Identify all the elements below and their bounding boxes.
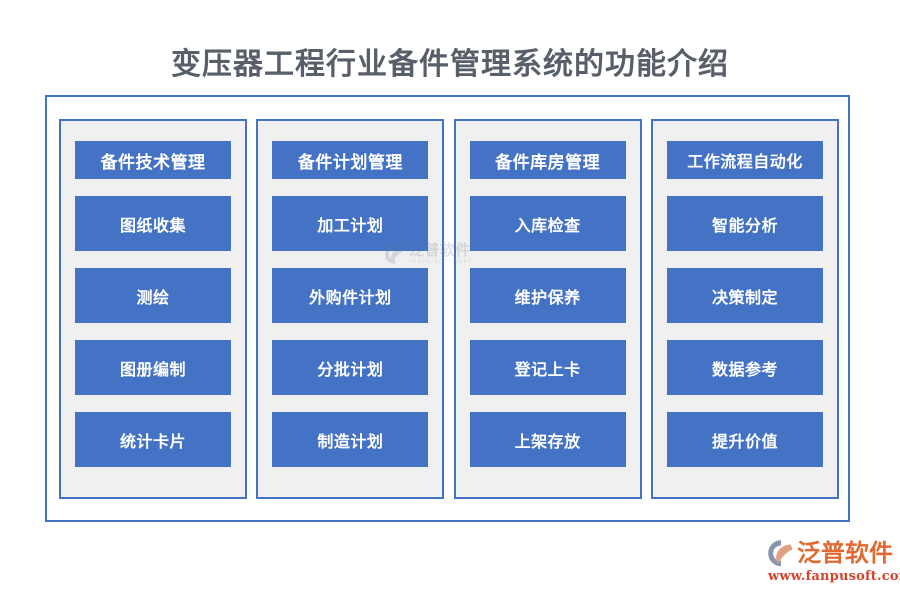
fanpu-logo-icon [768,540,793,567]
column-item[interactable]: 登记上卡 [469,340,626,395]
outer-frame [45,95,850,522]
column-item[interactable]: 图册编制 [75,340,231,395]
brand-url: www.fanpusoft.com [768,569,900,584]
column-item[interactable]: 图纸收集 [75,196,231,251]
columns-container: 备件技术管理 图纸收集 测绘 图册编制 统计卡片 备件计划管理 加工计划 外购件… [59,119,839,499]
column-item[interactable]: 测绘 [75,268,231,323]
column-item[interactable]: 决策制定 [666,268,823,323]
column-item[interactable]: 上架存放 [469,412,626,467]
column-spare-part-warehouse: 备件库房管理 入库检查 维护保养 登记上卡 上架存放 [453,119,642,499]
column-header: 备件计划管理 [272,141,429,179]
column-item[interactable]: 入库检查 [469,196,626,251]
column-item[interactable]: 维护保养 [469,268,626,323]
column-header: 备件库房管理 [469,141,626,179]
column-spare-part-technology: 备件技术管理 图纸收集 测绘 图册编制 统计卡片 [59,119,247,499]
column-item[interactable]: 数据参考 [666,340,823,395]
brand-name-cn: 泛普软件 [797,539,893,567]
column-item[interactable]: 智能分析 [666,196,823,251]
column-spare-part-plan: 备件计划管理 加工计划 外购件计划 分批计划 制造计划 [256,119,445,499]
column-item[interactable]: 统计卡片 [75,412,231,467]
brand-logo: 泛普软件 www.fanpusoft.com [766,537,900,585]
page-title: 变压器工程行业备件管理系统的功能介绍 [171,47,729,82]
column-header: 备件技术管理 [75,141,231,179]
column-workflow-automation: 工作流程自动化 智能分析 决策制定 数据参考 提升价值 [650,119,839,499]
column-item[interactable]: 加工计划 [272,196,429,251]
brand-row: 泛普软件 [766,537,893,569]
column-header: 工作流程自动化 [666,141,823,179]
column-item[interactable]: 制造计划 [272,412,429,467]
column-item[interactable]: 分批计划 [272,340,429,395]
column-item[interactable]: 外购件计划 [272,268,429,323]
column-item[interactable]: 提升价值 [666,412,823,467]
